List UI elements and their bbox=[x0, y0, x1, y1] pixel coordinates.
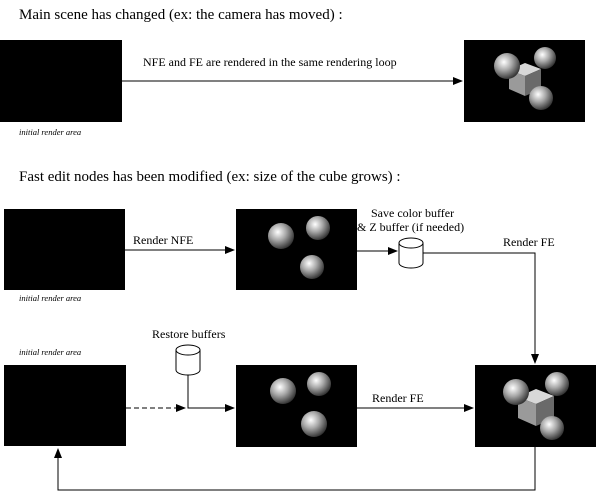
render-fe-label-right: Render FE bbox=[503, 235, 555, 249]
section2-heading: Fast edit nodes has been modified (ex: s… bbox=[19, 169, 401, 185]
section1-heading: Main scene has changed (ex: the camera h… bbox=[19, 7, 343, 23]
section1-caption: initial render area bbox=[19, 127, 82, 137]
restored-nfe-area bbox=[236, 365, 357, 447]
arrow-restore-buffers bbox=[187, 375, 235, 412]
cube-top-face bbox=[518, 389, 554, 404]
cube-left-face bbox=[518, 397, 536, 426]
sphere bbox=[494, 53, 520, 79]
sphere bbox=[306, 216, 330, 240]
render-fe-label-bottom: Render FE bbox=[372, 391, 424, 405]
sphere bbox=[534, 47, 556, 69]
sphere bbox=[529, 86, 553, 110]
sphere bbox=[307, 372, 331, 396]
section2-caption-bottom: initial render area bbox=[19, 347, 82, 357]
restore-buffers-label: Restore buffers bbox=[152, 327, 226, 341]
sphere bbox=[503, 379, 529, 405]
sphere bbox=[545, 372, 569, 396]
save-buffer-cylinder-icon bbox=[398, 237, 424, 269]
initial-render-area-2 bbox=[4, 209, 125, 290]
nfe-spheres bbox=[268, 216, 330, 279]
sphere bbox=[301, 411, 327, 437]
arrow-loop-back bbox=[54, 447, 536, 491]
sphere bbox=[270, 378, 296, 404]
restored-spheres bbox=[270, 372, 331, 437]
restore-buffer-cylinder-icon bbox=[175, 344, 201, 376]
scene-cube-spheres-2 bbox=[503, 372, 569, 440]
initial-render-area-1 bbox=[0, 40, 122, 122]
save-buffer-label-line1: Save color buffer bbox=[371, 206, 455, 220]
sphere bbox=[268, 223, 294, 249]
arrow-render-fe-right bbox=[423, 252, 539, 364]
section2-caption-top: initial render area bbox=[19, 293, 82, 303]
initial-render-area-3 bbox=[4, 365, 126, 446]
render-nfe-label: Render NFE bbox=[133, 233, 194, 247]
save-buffer-label-line2: & Z buffer (if needed) bbox=[357, 220, 465, 234]
nfe-render-area bbox=[236, 209, 357, 290]
sphere bbox=[300, 255, 324, 279]
section1-arrow-label: NFE and FE are rendered in the same rend… bbox=[143, 55, 397, 69]
sphere bbox=[540, 416, 564, 440]
scene-cube-spheres-1 bbox=[494, 47, 556, 110]
